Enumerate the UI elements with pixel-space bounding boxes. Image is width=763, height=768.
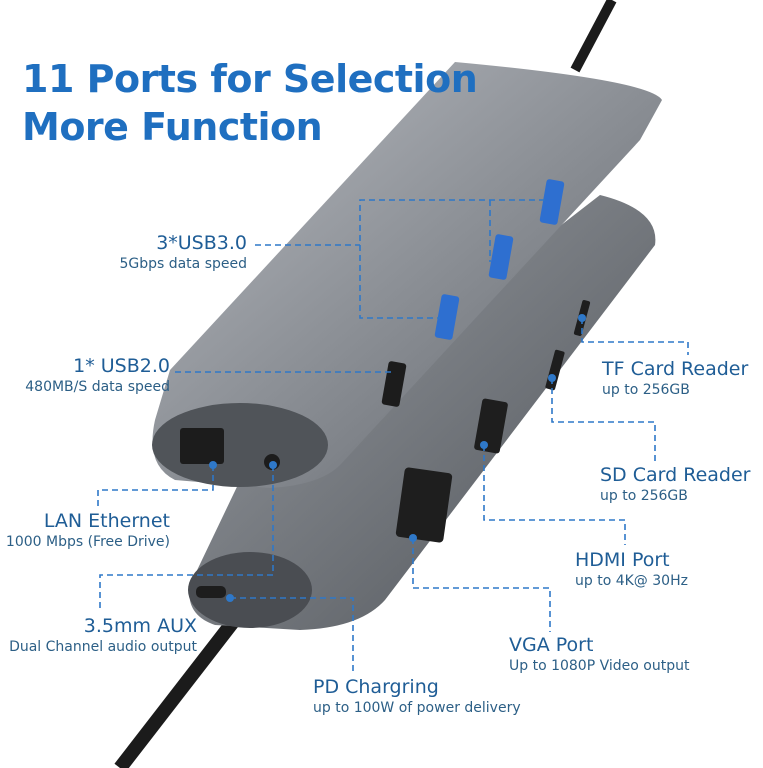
usb3-port (488, 234, 514, 280)
callout-subtitle: up to 4K@ 30Hz (575, 573, 688, 589)
usb3-port (539, 179, 565, 225)
callout-title: SD Card Reader (600, 464, 751, 486)
callout-subtitle: Dual Channel audio output (9, 639, 197, 655)
lan-port (180, 428, 224, 464)
callout-title: HDMI Port (575, 549, 670, 571)
callout-vga: VGA Port Up to 1080P Video output (509, 634, 689, 675)
callout-pd: PD Chargring up to 100W of power deliver… (313, 676, 521, 717)
callout-subtitle: up to 256GB (602, 382, 690, 398)
headline-line-2: More Function (22, 105, 323, 149)
usb3-port (434, 294, 460, 340)
callout-subtitle: Up to 1080P Video output (509, 658, 690, 674)
callout-sd: SD Card Reader up to 256GB (600, 464, 750, 505)
leader-dots (209, 314, 586, 602)
callout-usb3: 3*USB3.0 5Gbps data speed (119, 232, 247, 273)
callout-aux: 3.5mm AUX Dual Channel audio output (9, 615, 197, 656)
upper-hub-body (152, 62, 662, 488)
callout-lan: LAN Ethernet 1000 Mbps (Free Drive) (6, 510, 170, 551)
callout-title: TF Card Reader (602, 358, 749, 380)
callout-subtitle: 480MB/S data speed (25, 379, 170, 395)
callout-subtitle: up to 256GB (600, 488, 688, 504)
callout-subtitle: up to 100W of power delivery (313, 700, 521, 716)
lower-hub-body (188, 195, 656, 630)
callout-title: 3.5mm AUX (83, 615, 197, 637)
callout-title: VGA Port (509, 634, 594, 656)
hdmi-port (474, 398, 508, 454)
callout-subtitle: 5Gbps data speed (119, 256, 247, 272)
callout-subtitle: 1000 Mbps (Free Drive) (5, 534, 170, 550)
cable (114, 0, 617, 768)
leader-lines (97, 199, 689, 672)
vga-port (395, 467, 453, 543)
callout-title: PD Chargring (313, 676, 439, 698)
callout-title: 1* USB2.0 (73, 355, 170, 377)
callout-tf: TF Card Reader up to 256GB (602, 358, 748, 399)
callout-title: LAN Ethernet (43, 510, 170, 532)
callout-usb2: 1* USB2.0 480MB/S data speed (25, 355, 170, 396)
callout-hdmi: HDMI Port up to 4K@ 30Hz (575, 549, 688, 590)
headline-line-1: 11 Ports for Selection (22, 57, 478, 101)
usb-c-port (196, 586, 226, 598)
callout-title: 3*USB3.0 (156, 232, 247, 254)
